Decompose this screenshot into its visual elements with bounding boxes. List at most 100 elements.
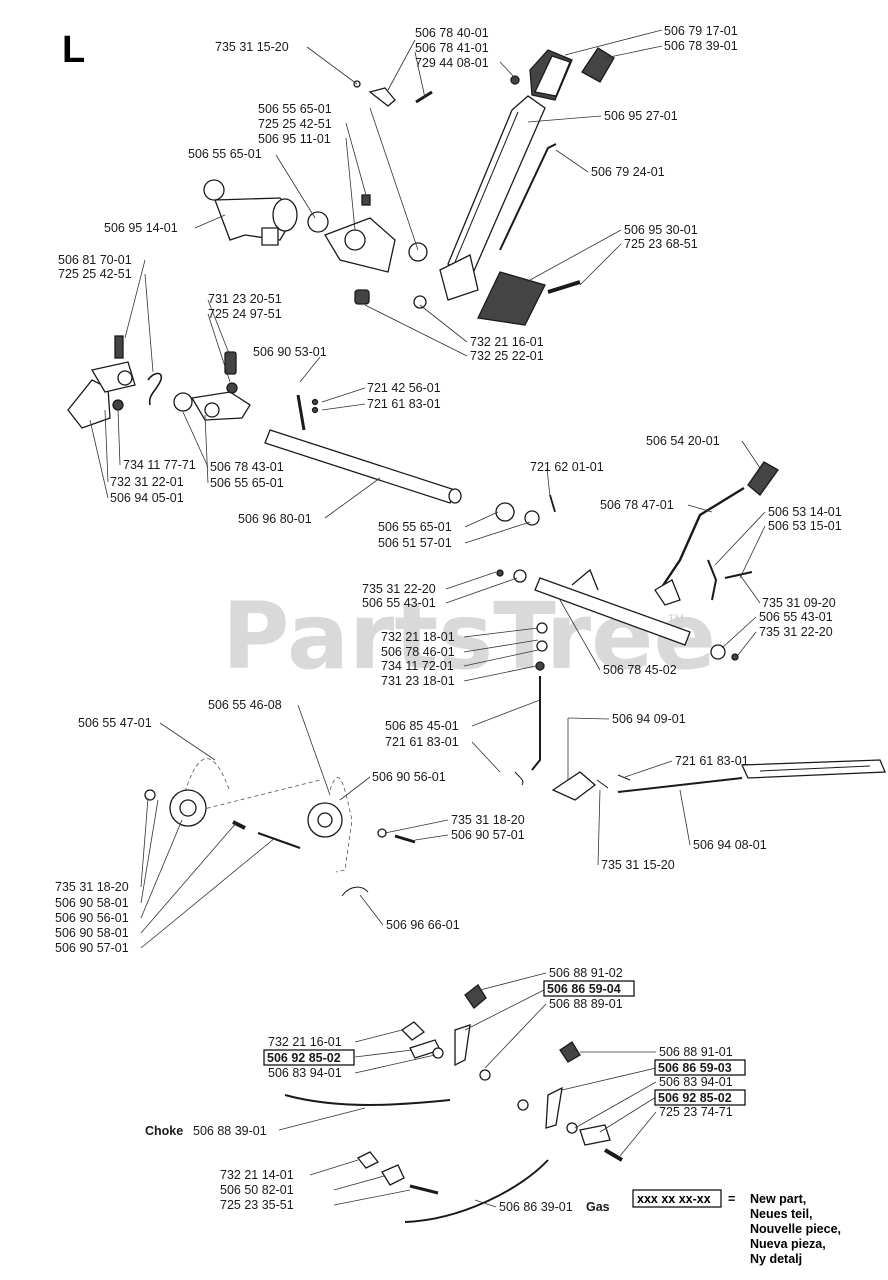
part-label: 506 88 89-01 bbox=[549, 997, 623, 1011]
part-label: 506 55 65-01 bbox=[188, 147, 262, 161]
part-label: 506 53 15-01 bbox=[768, 519, 842, 533]
part-label: 506 78 45-02 bbox=[603, 663, 677, 677]
part-label: 506 96 66-01 bbox=[386, 918, 460, 932]
arm-b bbox=[545, 1086, 563, 1129]
part-label: 506 83 94-01 bbox=[659, 1075, 733, 1089]
part-label: 732 25 22-01 bbox=[470, 349, 544, 363]
part-label: 506 94 09-01 bbox=[612, 712, 686, 726]
cotter bbox=[549, 494, 556, 513]
legend-line: Ny detalj bbox=[750, 1252, 802, 1266]
small-nut-3 bbox=[535, 661, 545, 671]
part-label: 506 78 47-01 bbox=[600, 498, 674, 512]
leader-lines bbox=[89, 29, 766, 1208]
part-label: 506 88 91-02 bbox=[549, 966, 623, 980]
gas-cable bbox=[404, 1159, 549, 1223]
part-label: 731 23 20-51 bbox=[208, 292, 282, 306]
clamp-c bbox=[381, 1164, 405, 1186]
part-label: 721 61 83-01 bbox=[385, 735, 459, 749]
part-label: 506 78 40-01 bbox=[415, 26, 489, 40]
spacer bbox=[232, 820, 246, 830]
clip-chain bbox=[144, 789, 156, 801]
shaft-pin bbox=[296, 394, 306, 431]
watermark-tm: TM bbox=[668, 613, 684, 625]
part-label: 506 78 43-01 bbox=[210, 460, 284, 474]
part-label: 506 78 39-01 bbox=[664, 39, 738, 53]
choke-label: Choke bbox=[145, 1124, 183, 1138]
rod bbox=[499, 143, 557, 251]
pin-b bbox=[311, 406, 319, 414]
plate-rod bbox=[617, 777, 743, 793]
bellcrank bbox=[551, 771, 597, 801]
shaft-end bbox=[448, 488, 462, 504]
small-nut-2 bbox=[536, 640, 548, 652]
washer-rr bbox=[710, 644, 726, 660]
new-part-box bbox=[654, 1089, 746, 1106]
part-label: 725 25 42-51 bbox=[58, 267, 132, 281]
part-label: 506 88 91-01 bbox=[659, 1045, 733, 1059]
part-label: 506 79 24-01 bbox=[591, 165, 665, 179]
part-label: 506 55 47-01 bbox=[78, 716, 152, 730]
part-label: 735 31 15-20 bbox=[601, 858, 675, 872]
bushing-2 bbox=[408, 242, 428, 262]
part-label-new: 506 92 85-02 bbox=[267, 1051, 341, 1065]
pivot-bushing bbox=[203, 179, 225, 201]
part-label-new: 506 92 85-02 bbox=[658, 1091, 732, 1105]
clip-rr bbox=[731, 653, 739, 661]
bushing-left bbox=[173, 392, 193, 412]
bushing-r bbox=[495, 502, 515, 522]
chain-drive bbox=[144, 758, 416, 897]
part-label-new: 506 86 59-04 bbox=[547, 982, 621, 996]
part-label: 506 90 56-01 bbox=[372, 770, 446, 784]
part-label: 725 23 74-71 bbox=[659, 1105, 733, 1119]
screw-b bbox=[603, 1148, 624, 1162]
spring bbox=[147, 372, 163, 406]
link-bolt bbox=[224, 351, 237, 375]
nut-2 bbox=[413, 295, 427, 309]
link-hole bbox=[204, 402, 220, 418]
part-label: 506 90 57-01 bbox=[451, 828, 525, 842]
bolt-head bbox=[361, 194, 371, 206]
new-part-box bbox=[263, 1049, 355, 1066]
carb-linkage bbox=[284, 984, 624, 1223]
part-label: 506 90 58-01 bbox=[55, 926, 129, 940]
chain-right bbox=[329, 777, 353, 873]
link-nut bbox=[226, 382, 238, 394]
part-label: 735 31 22-20 bbox=[759, 625, 833, 639]
part-label: 506 95 30-01 bbox=[624, 223, 698, 237]
part-label: 506 90 56-01 bbox=[55, 911, 129, 925]
part-label: 732 21 16-01 bbox=[268, 1035, 342, 1049]
screw bbox=[510, 75, 520, 85]
part-label: 506 55 65-01 bbox=[210, 476, 284, 490]
axle-pin bbox=[394, 834, 416, 844]
new-part-box bbox=[654, 1059, 746, 1076]
link-rod-vertical bbox=[531, 676, 541, 771]
bushing-a bbox=[479, 1069, 491, 1081]
sprocket-left-hub bbox=[179, 799, 197, 817]
part-label: 721 61 83-01 bbox=[367, 397, 441, 411]
arm-hole bbox=[117, 370, 133, 386]
plate-slot bbox=[759, 765, 871, 772]
part-label-new: 506 86 59-03 bbox=[658, 1061, 732, 1075]
part-label: 725 24 97-51 bbox=[208, 307, 282, 321]
lever-link bbox=[707, 559, 718, 601]
nut-a bbox=[400, 1021, 426, 1041]
chain-left bbox=[184, 758, 231, 793]
knob bbox=[581, 47, 615, 83]
part-label: 735 31 15-20 bbox=[215, 40, 289, 54]
legend-line: Nouvelle piece, bbox=[750, 1222, 841, 1236]
section-letter: L bbox=[62, 29, 85, 71]
pedal-plate bbox=[477, 271, 546, 326]
left-arm-assembly bbox=[67, 335, 251, 429]
part-label: 506 50 82-01 bbox=[220, 1183, 294, 1197]
part-label: 506 53 14-01 bbox=[768, 505, 842, 519]
part-label: 506 51 57-01 bbox=[378, 536, 452, 550]
legend-line: Neues teil, bbox=[750, 1207, 813, 1221]
link-plate bbox=[190, 391, 251, 421]
part-label: 506 54 20-01 bbox=[646, 434, 720, 448]
lever-pin bbox=[724, 571, 753, 579]
chain-span bbox=[199, 779, 321, 811]
link bbox=[368, 87, 396, 107]
washer-a bbox=[432, 1047, 444, 1059]
part-label: 506 55 43-01 bbox=[759, 610, 833, 624]
